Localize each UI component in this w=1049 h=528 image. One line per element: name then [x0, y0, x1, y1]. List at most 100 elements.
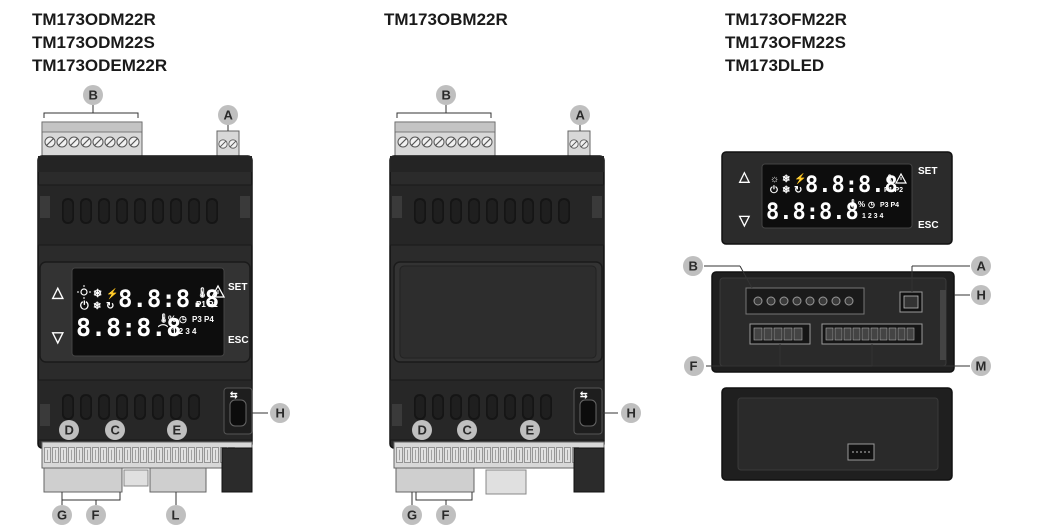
- callout-d: D: [412, 420, 432, 440]
- svg-text:F: F: [442, 508, 450, 523]
- leader-lines: [43, 105, 970, 505]
- display-side: [721, 387, 953, 481]
- bottom-digits: 8.8:8.8: [766, 200, 859, 225]
- top-digits: 8.8:8.8: [118, 285, 219, 313]
- thermometer-icon: 🌡: [884, 174, 895, 184]
- gauge-icon: ⌒: [157, 323, 168, 336]
- callout-g: G: [52, 505, 72, 525]
- svg-text:A: A: [224, 108, 234, 123]
- svg-text:H: H: [276, 406, 285, 421]
- callout-f: F: [684, 356, 704, 376]
- model-name: TM173OFM22S: [725, 33, 846, 52]
- svg-text:E: E: [526, 423, 535, 438]
- callout-d: D: [59, 420, 79, 440]
- set-button[interactable]: SET: [918, 166, 937, 177]
- callout-h: H: [621, 403, 641, 423]
- svg-text:H: H: [977, 288, 986, 303]
- snowflake-icon: ❄: [782, 174, 790, 185]
- callout-m: M: [971, 356, 991, 376]
- callout-g: G: [402, 505, 422, 525]
- power-icon: ⏻: [770, 184, 778, 196]
- connector-b-middle: [394, 121, 496, 157]
- terminals-bottom-left: [41, 441, 253, 493]
- svg-text:E: E: [173, 423, 182, 438]
- esc-button[interactable]: ESC: [228, 335, 249, 346]
- svg-text:G: G: [57, 508, 67, 523]
- connector-a-middle: [567, 130, 591, 157]
- callout-a: A: [218, 105, 238, 125]
- gauge-icon: ⌒: [847, 209, 858, 220]
- display-rear: [711, 271, 955, 373]
- connector-a-left: [216, 130, 240, 157]
- top-digits: 8.8:8.8: [805, 173, 898, 198]
- connector-b-rear: [753, 296, 854, 306]
- vent-slots-top-middle: [414, 198, 570, 224]
- numbers-label: 1 2 3 4: [172, 327, 197, 336]
- up-arrow-icon[interactable]: △: [51, 284, 64, 301]
- svg-text:D: D: [65, 423, 74, 438]
- controller-left: △ ▽ SET ESC ❄ ⚡ ⏻ ❄ ↻ 8.8:8.8 🌡 P1 P2 8.…: [37, 121, 253, 493]
- p1p2-label: P1 P2: [884, 187, 903, 194]
- sun-icon: ☼: [770, 174, 779, 185]
- callout-a: A: [971, 256, 991, 276]
- title-left: TM173ODM22R TM173ODM22S TM173ODEM22R: [32, 8, 167, 77]
- title-right: TM173OFM22R TM173OFM22S TM173DLED: [725, 8, 847, 77]
- svg-text:A: A: [977, 259, 987, 274]
- model-name: TM173DLED: [725, 56, 825, 75]
- model-name: TM173OBM22R: [384, 10, 508, 29]
- vent-slots-top-left: [62, 198, 218, 224]
- up-arrow-icon[interactable]: △: [738, 168, 751, 184]
- svg-text:L: L: [172, 508, 180, 523]
- terminals-bottom-middle: [393, 441, 605, 495]
- lcd-left: ❄ ⚡ ⏻ ❄ ↻ 8.8:8.8 🌡 P1 P2 8.8:8.8 🌡 % ◷ …: [76, 284, 226, 342]
- svg-text:B: B: [89, 88, 98, 103]
- connector-b-left: [41, 121, 143, 157]
- bottom-digits: 8.8:8.8: [76, 313, 181, 342]
- model-name: TM173ODM22S: [32, 33, 155, 52]
- clock-icon: ◷: [868, 200, 875, 209]
- usb-icon: ⇆: [580, 390, 588, 400]
- down-arrow-icon[interactable]: ▽: [51, 329, 64, 346]
- callout-b: B: [83, 85, 103, 105]
- down-arrow-icon[interactable]: ▽: [738, 212, 751, 228]
- svg-text:C: C: [111, 423, 121, 438]
- p1p2-label: P1 P2: [196, 300, 218, 309]
- svg-text:B: B: [442, 88, 451, 103]
- controller-middle: ⇆: [389, 121, 605, 495]
- remote-display: △ ▽ SET ESC ☼ ❄ ⚡ ⏻ ❄ ↻ 8.8:8.8 🌡 P1 P2 …: [721, 151, 953, 245]
- callout-f: F: [86, 505, 106, 525]
- callout-h: H: [971, 285, 991, 305]
- thermometer-icon: 🌡: [848, 198, 858, 208]
- fan-icon: ⚡: [794, 172, 806, 185]
- numbers-label: 1 2 3 4: [862, 213, 884, 220]
- callout-f: F: [436, 505, 456, 525]
- callout-e: E: [520, 420, 540, 440]
- callout-b: B: [436, 85, 456, 105]
- usb-port-middle[interactable]: ⇆: [573, 387, 603, 435]
- callout-h: H: [270, 403, 290, 423]
- percent-label: %: [168, 314, 176, 324]
- usb-icon: ⇆: [230, 390, 238, 400]
- svg-text:B: B: [689, 259, 698, 274]
- model-name: TM173OFM22R: [725, 10, 847, 29]
- title-middle: TM173OBM22R: [384, 8, 508, 31]
- svg-text:F: F: [92, 508, 100, 523]
- thermometer-icon: 🌡: [196, 286, 209, 299]
- defrost-icon: ❄: [782, 185, 790, 196]
- set-button[interactable]: SET: [228, 282, 247, 293]
- callouts: B A H D C E G F L B A H D C E G F B A H …: [52, 85, 991, 525]
- cycle-icon: ↻: [794, 185, 802, 196]
- callout-a: A: [570, 105, 590, 125]
- callout-b: B: [683, 256, 703, 276]
- model-name: TM173ODEM22R: [32, 56, 168, 75]
- svg-text:D: D: [418, 423, 427, 438]
- svg-text:A: A: [576, 108, 586, 123]
- usb-port-left[interactable]: ⇆: [223, 387, 253, 435]
- callout-e: E: [167, 420, 187, 440]
- defrost-icon: ❄: [93, 301, 101, 312]
- svg-text:C: C: [463, 423, 473, 438]
- svg-text:M: M: [976, 359, 987, 374]
- power-icon: ⏻: [80, 299, 89, 312]
- esc-button[interactable]: ESC: [918, 220, 939, 231]
